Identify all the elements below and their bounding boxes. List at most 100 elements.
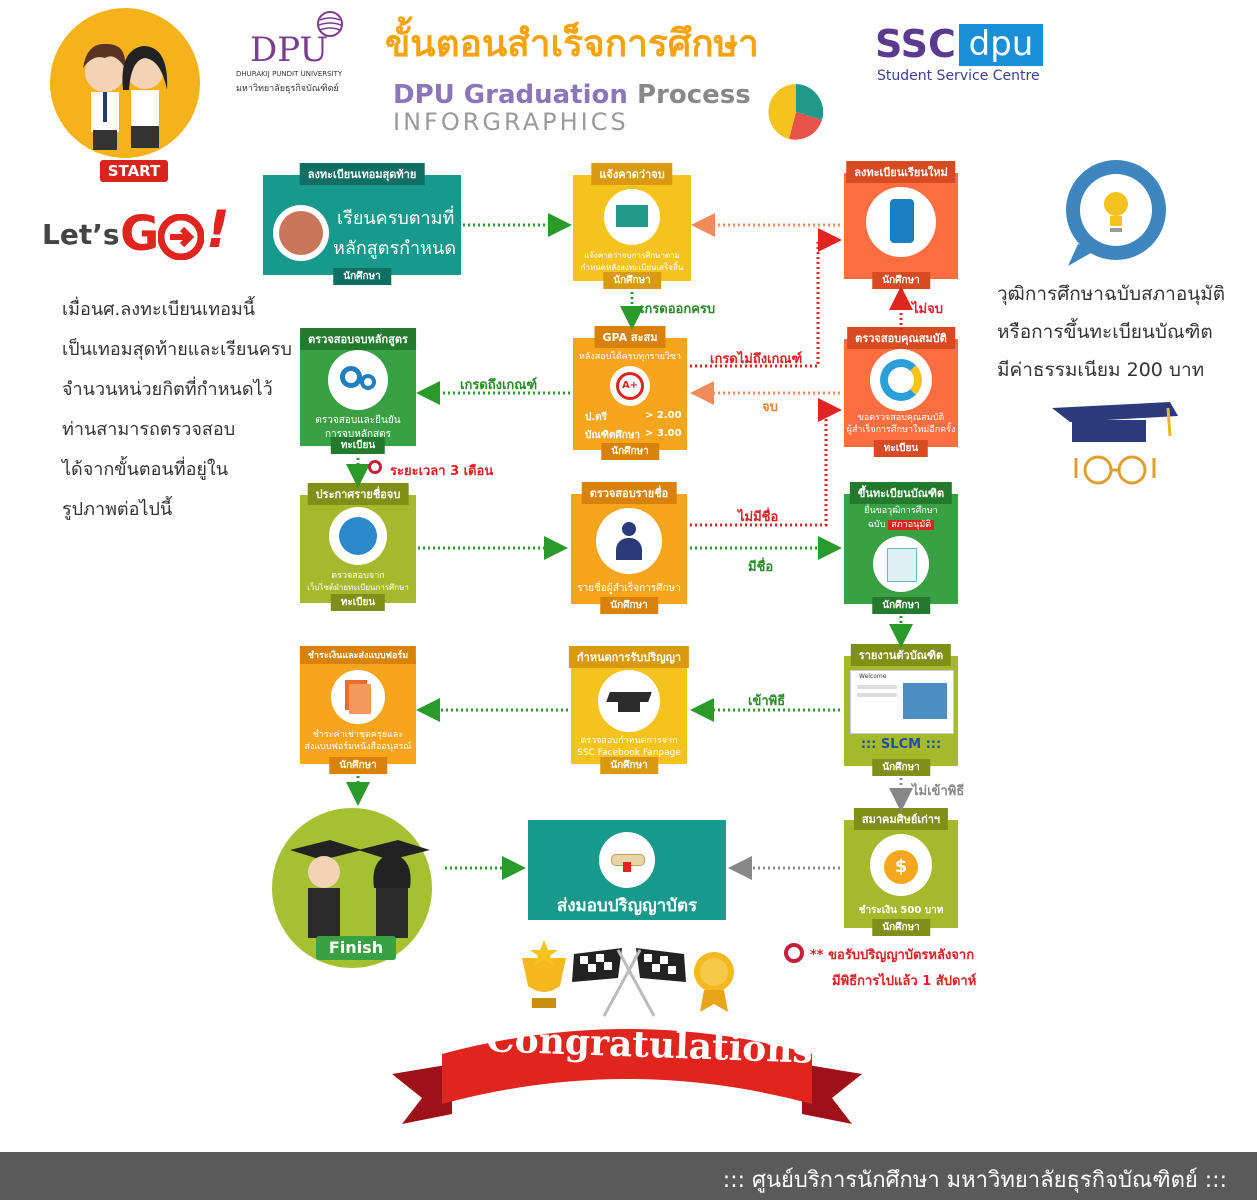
page-title-infographics: INFORGRAPHICS <box>393 108 629 136</box>
intro-line: จำนวนหน่วยกิตที่กำหนดไว้ <box>62 379 273 400</box>
ssc-logo-text: SSC <box>875 22 956 66</box>
page-title-th: ขั้นตอนสำเร็จการศึกษา <box>385 22 759 65</box>
intro-text: เมื่อนศ.ลงทะเบียนเทอมนี้ เป็นเทอมสุดท้าย… <box>62 290 292 530</box>
lightbulb-bubble-icon <box>1066 160 1166 266</box>
label-grade-below: เกรดไม่ถึงเกณฑ์ <box>710 352 803 367</box>
ring-progress-icon <box>870 349 932 411</box>
documents-icon <box>873 536 929 592</box>
right-note-line: หรือการขึ้นทะเบียนบัณฑิต <box>997 321 1213 343</box>
step-actor: ทะเบียน <box>330 437 386 454</box>
dpu-logo: DPU DHURAKIJ PUNDIT UNIVERSITY มหาวิทยาล… <box>236 10 366 94</box>
graduates-icon <box>290 840 430 938</box>
gpa-bachelor-value: > 2.00 <box>645 410 682 421</box>
step-text-approved: ฉบับ สภาอนุมัติ <box>844 518 958 532</box>
step-text: การจบหลักสูตร <box>325 429 391 440</box>
step-gpa: GPA สะสม หลังสอบได้ครบทุกรายวิชา A+ ป.ตร… <box>573 326 687 460</box>
label-has-name: มีชื่อ <box>748 560 774 575</box>
step-actor: นักศึกษา <box>872 919 930 936</box>
label-not-attend: ไม่เข้าพิธี <box>912 784 965 799</box>
step-actor: นักศึกษา <box>601 443 659 460</box>
label-attend: เข้าพิธี <box>748 694 786 709</box>
mortarboard-icon <box>598 670 660 732</box>
step-text: ส่งแบบฟอร์มหนังสืออนุสรณ์ <box>304 742 412 752</box>
step-caption: ชำระเงินและส่งแบบฟอร์ม <box>299 646 417 664</box>
footer-bar: ::: ศูนย์บริการนักศึกษา มหาวิทยาลัยธุรกิ… <box>0 1152 1257 1200</box>
step-caption: ตรวจสอบคุณสมบัติ <box>847 327 955 349</box>
title-en-process: Process <box>636 80 751 110</box>
label-grade-meets: เกรดถึงเกณฑ์ <box>460 378 538 393</box>
approved-prefix: ฉบับ <box>867 520 886 530</box>
step-caption: รายงานตัวบัณฑิต <box>850 644 952 666</box>
step-announce-graduates: ประกาศรายชื่อจบ ตรวจสอบจาก เว็บไซต์ฝ่ายท… <box>300 483 416 611</box>
slcm-screenshot: Welcome <box>850 670 954 734</box>
intro-line: เมื่อนศ.ลงทะเบียนเทอมนี้ <box>62 299 256 320</box>
congratulations-ribbon <box>392 1029 862 1124</box>
dpu-sub-th: มหาวิทยาลัยธุรกิจบัณฑิตย์ <box>236 84 339 94</box>
step-alumni-association: สมาคมศิษย์เก่าฯ $ ชำระเงิน 500 บาท นักศึ… <box>844 808 958 936</box>
start-badge-graphic: START <box>50 8 200 182</box>
step-text: แจ้งคาดว่าจบการศึกษาตาม <box>584 251 680 260</box>
dpu-globe-icon <box>317 11 343 37</box>
step-caption: กำหนดการรับปริญญา <box>568 646 690 668</box>
page-title-en: DPU Graduation Process <box>393 80 751 110</box>
step-caption: แจ้งคาดว่าจบ <box>591 163 673 185</box>
step-text: ชำระค่าเช่าชุดครุยและ <box>312 730 404 740</box>
step-text: ตรวจสอบและยืนยัน <box>315 415 401 426</box>
lets-go-lets: Let’s <box>42 218 120 251</box>
title-en-dpu: DPU Graduation <box>393 80 628 110</box>
label-period: ระยะเวลา 3 เดือน <box>390 464 494 479</box>
money-bag-icon: $ <box>870 834 932 896</box>
globe-cap-icon <box>329 507 387 565</box>
approved-highlight: สภาอนุมัติ <box>888 520 935 530</box>
step-text: ชำระเงิน 500 บาท <box>858 905 944 916</box>
arrow-s5-s3 <box>690 228 842 368</box>
gpa-graduate-label: บัณฑิตศึกษา <box>585 430 641 441</box>
grade-a-plus-icon: A+ <box>610 366 650 406</box>
pie-logo-icon <box>768 84 824 140</box>
step-text: หลักสูตรกำหนด <box>333 238 457 259</box>
lets-go-g: G <box>120 206 160 262</box>
step-text: หลังสอบได้ครบทุกรายวิชา <box>578 352 682 362</box>
step-text: ยื่นขอวุฒิการศึกษา <box>864 506 938 516</box>
step-text: ขอตรวจสอบคุณสมบัติ <box>857 413 945 423</box>
note-line-1: ** ขอรับปริญญาบัตรหลังจาก <box>810 948 975 963</box>
label-no-name: ไม่มีชื่อ <box>738 510 779 525</box>
right-note: วุฒิการศึกษาฉบับสภาอนุมัติ หรือการขึ้นทะ… <box>997 275 1225 389</box>
go-arrow-icon <box>158 214 204 260</box>
step-caption: สมาคมศิษย์เก่าฯ <box>853 808 949 830</box>
step-graduate-registration: ขึ้นทะเบียนบัณฑิต ยื่นขอวุฒิการศึกษา ฉบั… <box>844 482 958 614</box>
step-diploma-handover: ส่งมอบปริญญาบัตร <box>528 820 726 920</box>
stopwatch-note-icon <box>784 943 804 963</box>
stopwatch-icon <box>368 460 382 474</box>
right-note-line: มีค่าธรรมเนียม 200 บาท <box>997 359 1205 381</box>
ssc-logo-dpu: dpu <box>959 24 1043 66</box>
intro-line: รูปภาพต่อไปนี้ <box>62 499 173 520</box>
gears-check-icon <box>328 350 388 410</box>
lets-go-bang: ! <box>206 200 230 260</box>
step-caption: ลงทะเบียนเทอมสุดท้าย <box>299 163 425 185</box>
step-caption: ลงทะเบียนเรียนใหม่ <box>846 161 956 183</box>
step-actor: นักศึกษา <box>600 757 658 774</box>
step-actor: นักศึกษา <box>600 597 658 614</box>
step-expected-graduation: แจ้งคาดว่าจบ แจ้งคาดว่าจบการศึกษาตาม กำห… <box>573 163 691 289</box>
step-caption: ประกาศรายชื่อจบ <box>307 483 409 505</box>
step-text: SSC Facebook Fanpage <box>577 748 681 758</box>
screen-title: Welcome <box>859 673 887 680</box>
step-actor: นักศึกษา <box>872 272 930 289</box>
step-graduate-report: รายงานตัวบัณฑิต Welcome ::: SLCM ::: นัก… <box>844 644 958 776</box>
intro-line: ท่านสามารถตรวจสอบ <box>62 419 236 440</box>
ssc-sub: Student Service Centre <box>877 68 1040 84</box>
footer-text: ::: ศูนย์บริการนักศึกษา มหาวิทยาลัยธุรกิ… <box>722 1168 1227 1193</box>
step-actor: ทะเบียน <box>330 594 386 611</box>
step-check-name-list: ตรวจสอบรายชื่อ รายชื่อผู้สำเร็จการศึกษา … <box>571 482 687 614</box>
step-actor: นักศึกษา <box>329 757 387 774</box>
step-qualification-check: ตรวจสอบคุณสมบัติ ขอตรวจสอบคุณสมบัติ ผู้ส… <box>844 327 958 457</box>
dpu-logo-text: DPU <box>250 30 329 70</box>
step-text: ผู้สำเร็จการศึกษาใหม่อีกครั้ง <box>846 425 956 435</box>
people-search-icon <box>596 508 662 574</box>
ssc-logo: SSC dpu Student Service Centre <box>875 22 1075 92</box>
label-grade-complete: เกรดออกครบ <box>640 302 716 317</box>
step-last-term-registration: ลงทะเบียนเทอมสุดท้าย เรียนครบตามที่ หลัก… <box>263 163 461 285</box>
gpa-bachelor-label: ป.ตรี <box>585 412 608 423</box>
